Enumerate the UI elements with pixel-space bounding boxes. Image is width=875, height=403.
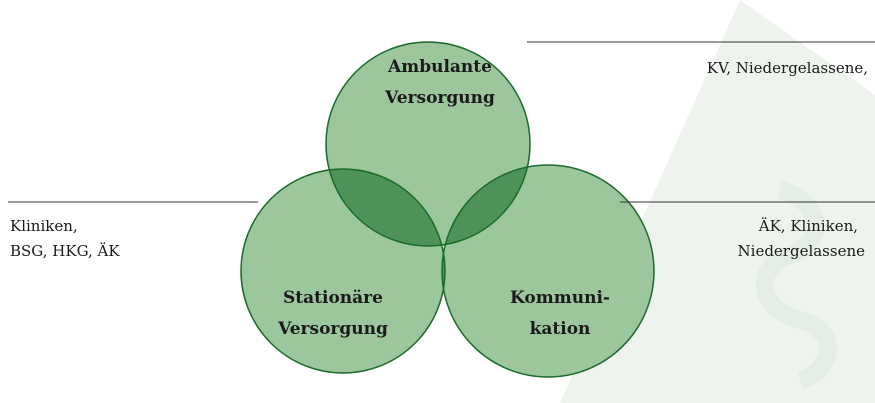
watermark-staff [755,181,838,389]
label-top-line1: Ambulante [387,57,492,77]
label-left-line1: Stationäre [283,288,383,308]
label-right-line2: kation [530,319,591,339]
annotation-right-line1: ÄK, Kliniken, [758,217,858,235]
outline-right [441,164,655,378]
overlap-top-right [442,165,530,246]
outline-left [240,168,446,374]
annotation-left-line2: BSG, HKG, ÄK [10,242,120,260]
label-top-line2: Versorgung [384,88,495,108]
outline-top [325,41,531,247]
annotation-right-line2: Niedergelassene [738,242,866,260]
annotation-left-line1: Kliniken, [10,217,78,235]
overlap-top-left [326,169,445,246]
label-right-line1: Kommuni- [510,288,610,308]
label-left-line2: Versorgung [277,319,388,339]
annotation-top-right: KV, Niedergelassene, [707,59,868,77]
